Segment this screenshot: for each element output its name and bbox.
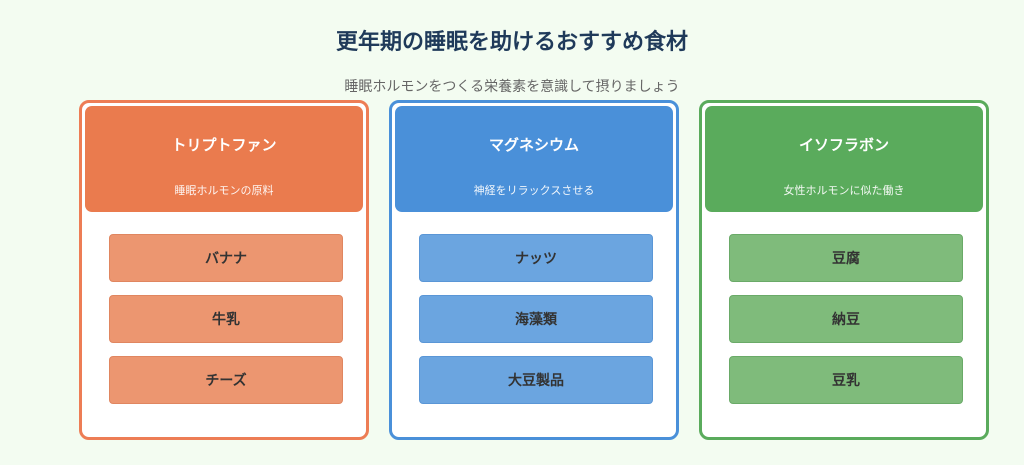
nutrient-card-magnesium: マグネシウム 神経をリラックスさせる ナッツ 海藻類 大豆製品 [389, 100, 679, 440]
card-header: トリプトファン 睡眠ホルモンの原料 [85, 106, 363, 212]
nutrient-card-tryptophan: トリプトファン 睡眠ホルモンの原料 バナナ 牛乳 チーズ [79, 100, 369, 440]
nutrient-description: 睡眠ホルモンの原料 [174, 184, 274, 197]
nutrient-name: イソフラボン [798, 136, 889, 154]
food-item: 大豆製品 [419, 356, 653, 404]
food-item: 豆腐 [729, 234, 963, 282]
food-item: 海藻類 [419, 295, 653, 343]
food-item: 豆乳 [729, 356, 963, 404]
nutrient-description: 神経をリラックスさせる [473, 184, 595, 197]
page-title: 更年期の睡眠を助けるおすすめ食材 [335, 30, 688, 55]
food-item: 牛乳 [109, 295, 343, 343]
page-subtitle: 睡眠ホルモンをつくる栄養素を意識して摂りましょう [344, 79, 680, 95]
nutrient-name: マグネシウム [488, 136, 579, 154]
nutrient-name: トリプトファン [171, 136, 277, 154]
nutrient-card-isoflavone: イソフラボン 女性ホルモンに似た働き 豆腐 納豆 豆乳 [699, 100, 989, 440]
food-item: ナッツ [419, 234, 653, 282]
food-item: チーズ [109, 356, 343, 404]
food-item: バナナ [109, 234, 343, 282]
card-header: イソフラボン 女性ホルモンに似た働き [705, 106, 983, 212]
card-header: マグネシウム 神経をリラックスさせる [395, 106, 673, 212]
food-item: 納豆 [729, 295, 963, 343]
nutrient-description: 女性ホルモンに似た働き [783, 184, 905, 197]
